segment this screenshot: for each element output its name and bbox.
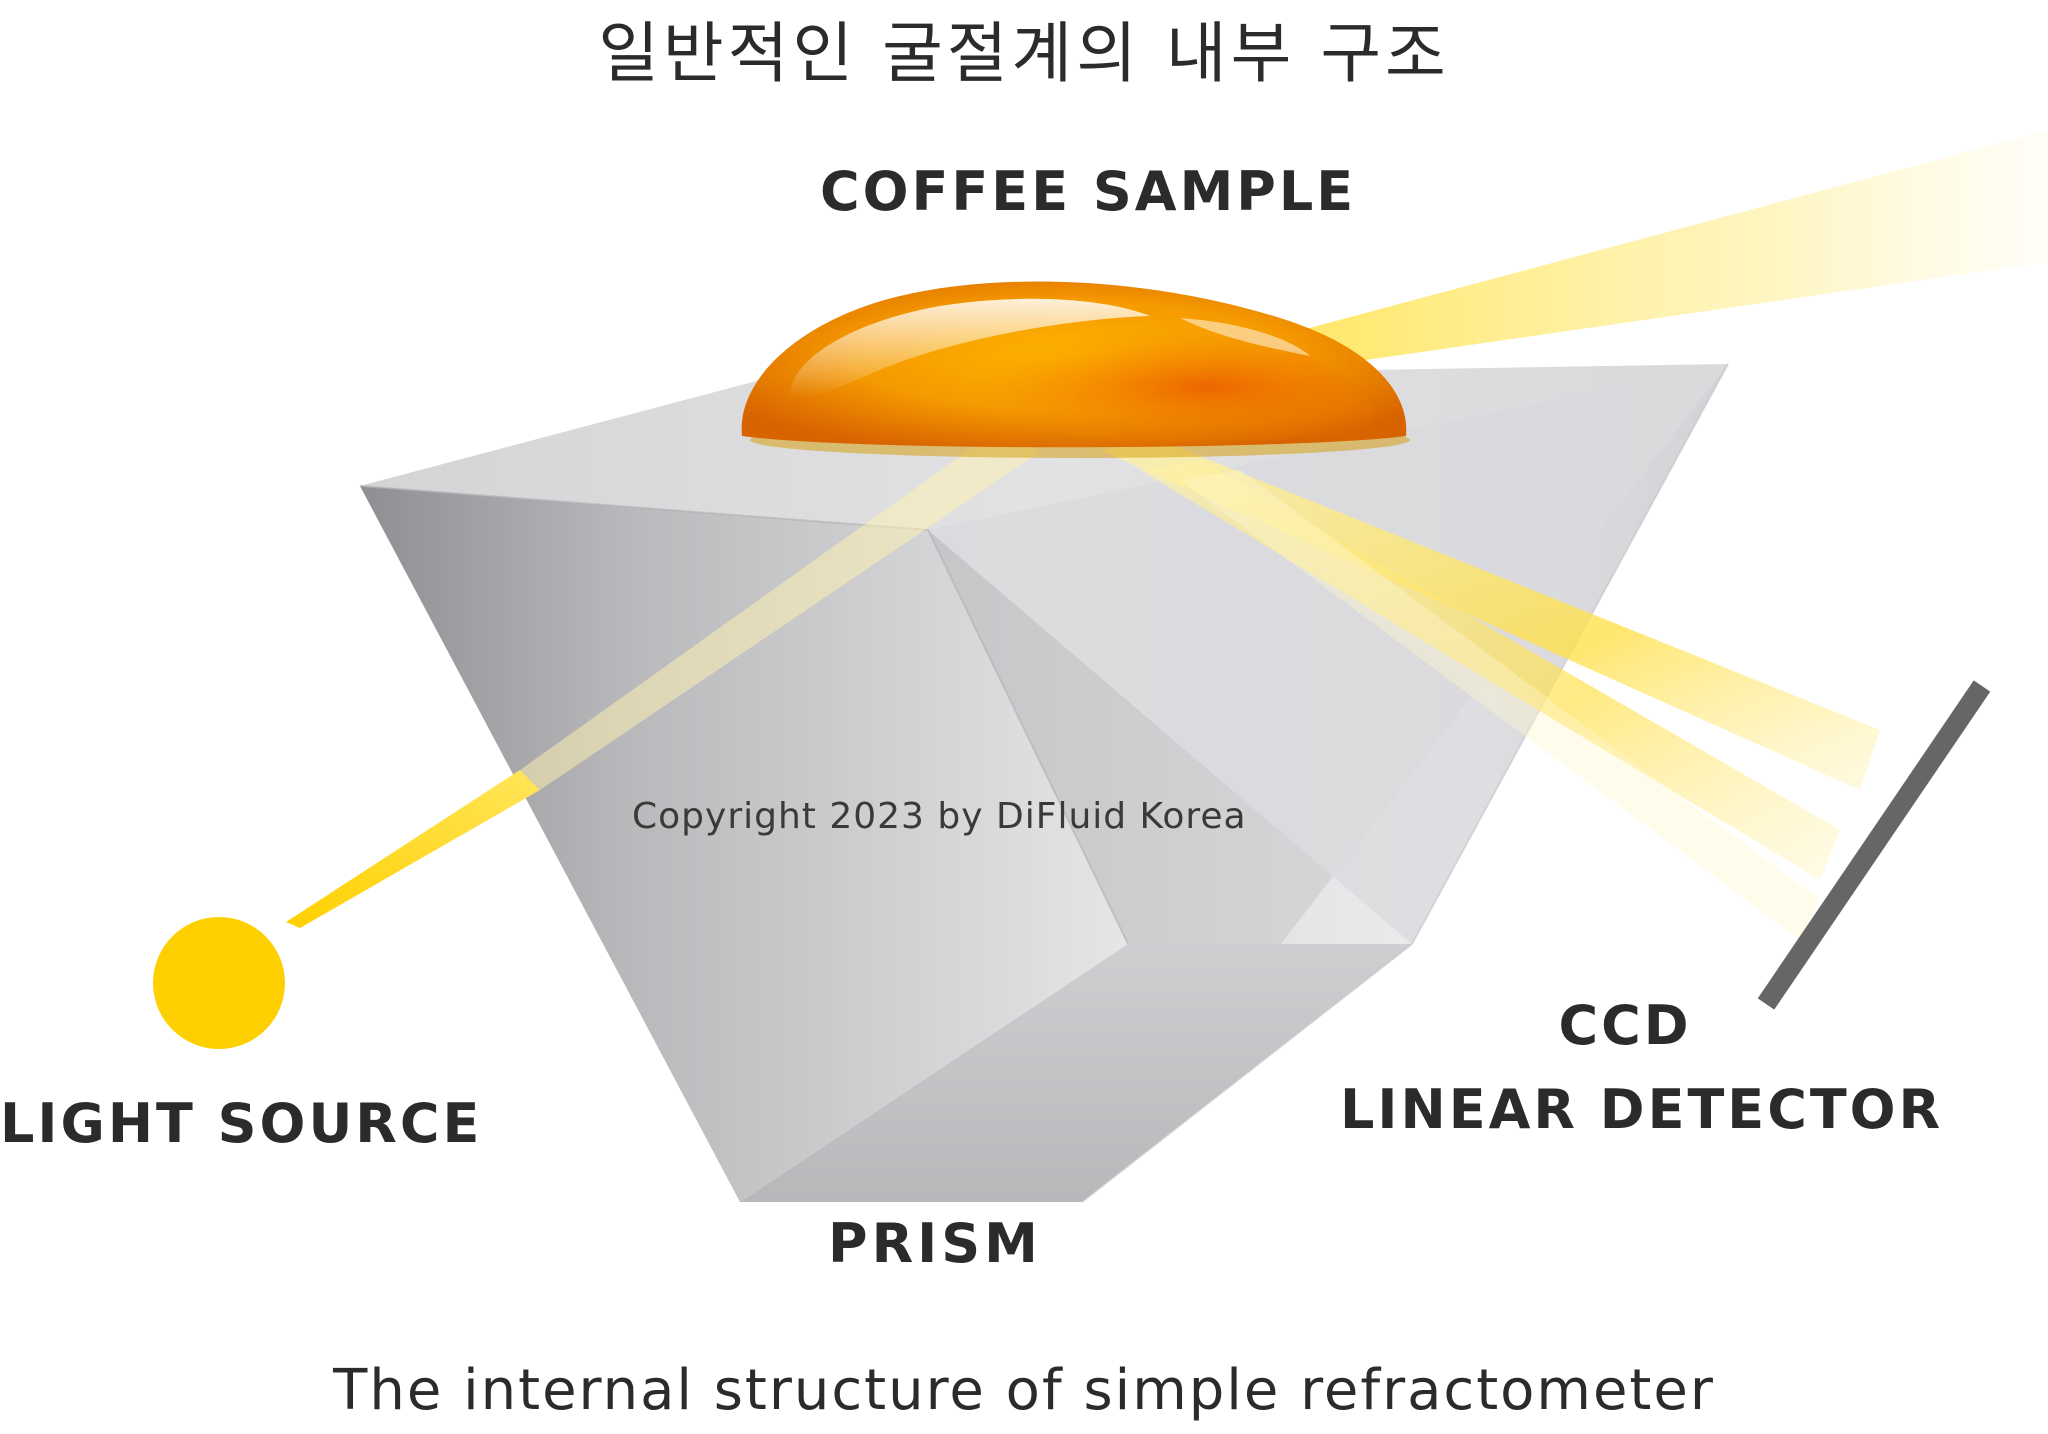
- diagram-caption: The internal structure of simple refract…: [333, 1358, 1715, 1423]
- coffee-sample-drop: [741, 281, 1410, 458]
- prism-label: PRISM: [828, 1212, 1042, 1275]
- diagram-title: 일반적인 굴절계의 내부 구조: [598, 15, 1450, 92]
- prism-bottom-face: [740, 944, 1412, 1202]
- incident-beam-inside: [520, 428, 1040, 790]
- prism: [359, 363, 1729, 1203]
- ccd-detector-bar: [1757, 680, 1991, 1010]
- prism-edge-right: [1081, 363, 1729, 1203]
- drop-highlight-small: [1180, 318, 1310, 356]
- refracted-beam-2: [1140, 460, 1840, 880]
- prism-back-face: [928, 364, 1728, 944]
- light-source-label: LIGHT SOURCE: [0, 1092, 483, 1155]
- refracted-beam-3: [1180, 470, 1820, 940]
- drop-highlight: [790, 298, 1150, 398]
- ccd-label-line2: LINEAR DETECTOR: [1340, 1078, 1944, 1141]
- ccd-detector-label: CCD LINEAR DETECTOR: [1340, 984, 1944, 1152]
- coffee-sample-label: COFFEE SAMPLE: [820, 160, 1357, 223]
- incident-beam: [286, 770, 540, 928]
- prism-edge: [359, 485, 1129, 945]
- reflected-beam: [1220, 130, 2048, 378]
- drop-core: [900, 319, 1374, 443]
- copyright-notice: Copyright 2023 by DiFluid Korea: [632, 796, 1247, 837]
- light-source-circle: [153, 917, 285, 1049]
- prism-left-face: [360, 486, 1128, 1202]
- ccd-label-line1: CCD: [1558, 994, 1692, 1057]
